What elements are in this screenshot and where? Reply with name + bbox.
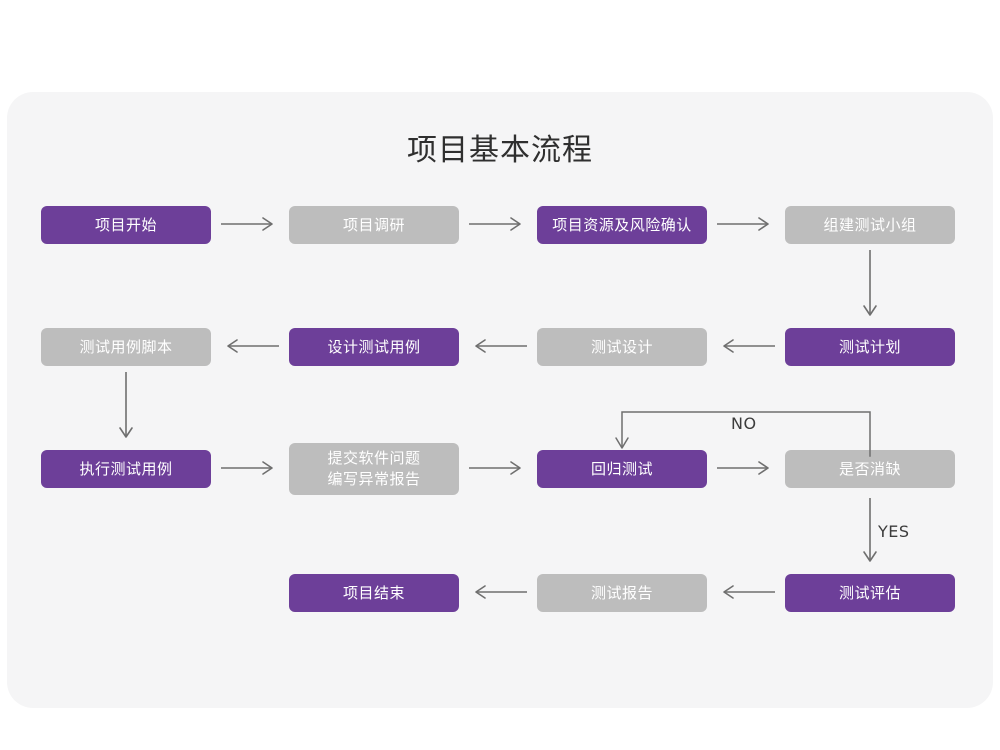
arrow-research-to-resource [469, 216, 527, 232]
edge-label-yes: YES [878, 522, 910, 541]
node-test-report[interactable]: 测试报告 [537, 574, 707, 612]
arrow-report-to-end [469, 584, 527, 600]
arrow-case-to-script [221, 338, 279, 354]
arrow-team-to-plan [862, 250, 878, 322]
arrow-plan-to-design [717, 338, 775, 354]
arrow-no-feedback-loop [614, 408, 882, 457]
node-resource-risk-confirm[interactable]: 项目资源及风险确认 [537, 206, 707, 244]
arrow-yes-to-evaluation [862, 498, 878, 568]
edge-label-no: NO [731, 414, 757, 433]
arrow-script-to-execute [118, 372, 134, 444]
node-test-design[interactable]: 测试设计 [537, 328, 707, 366]
arrow-execute-to-submit [221, 460, 279, 476]
node-test-case-script[interactable]: 测试用例脚本 [41, 328, 211, 366]
arrow-design-to-case [469, 338, 527, 354]
arrow-evaluation-to-report [717, 584, 775, 600]
node-form-test-team[interactable]: 组建测试小组 [785, 206, 955, 244]
node-test-evaluation[interactable]: 测试评估 [785, 574, 955, 612]
arrow-start-to-research [221, 216, 279, 232]
node-regression-test[interactable]: 回归测试 [537, 450, 707, 488]
node-submit-defect-report[interactable]: 提交软件问题 编写异常报告 [289, 443, 459, 495]
node-project-research[interactable]: 项目调研 [289, 206, 459, 244]
node-execute-test-case[interactable]: 执行测试用例 [41, 450, 211, 488]
flowchart-panel [7, 92, 993, 708]
page-title: 项目基本流程 [407, 133, 593, 168]
node-test-plan[interactable]: 测试计划 [785, 328, 955, 366]
node-design-test-case[interactable]: 设计测试用例 [289, 328, 459, 366]
arrow-resource-to-team [717, 216, 775, 232]
node-project-start[interactable]: 项目开始 [41, 206, 211, 244]
arrow-regression-to-check [717, 460, 775, 476]
arrow-submit-to-regression [469, 460, 527, 476]
node-project-end[interactable]: 项目结束 [289, 574, 459, 612]
